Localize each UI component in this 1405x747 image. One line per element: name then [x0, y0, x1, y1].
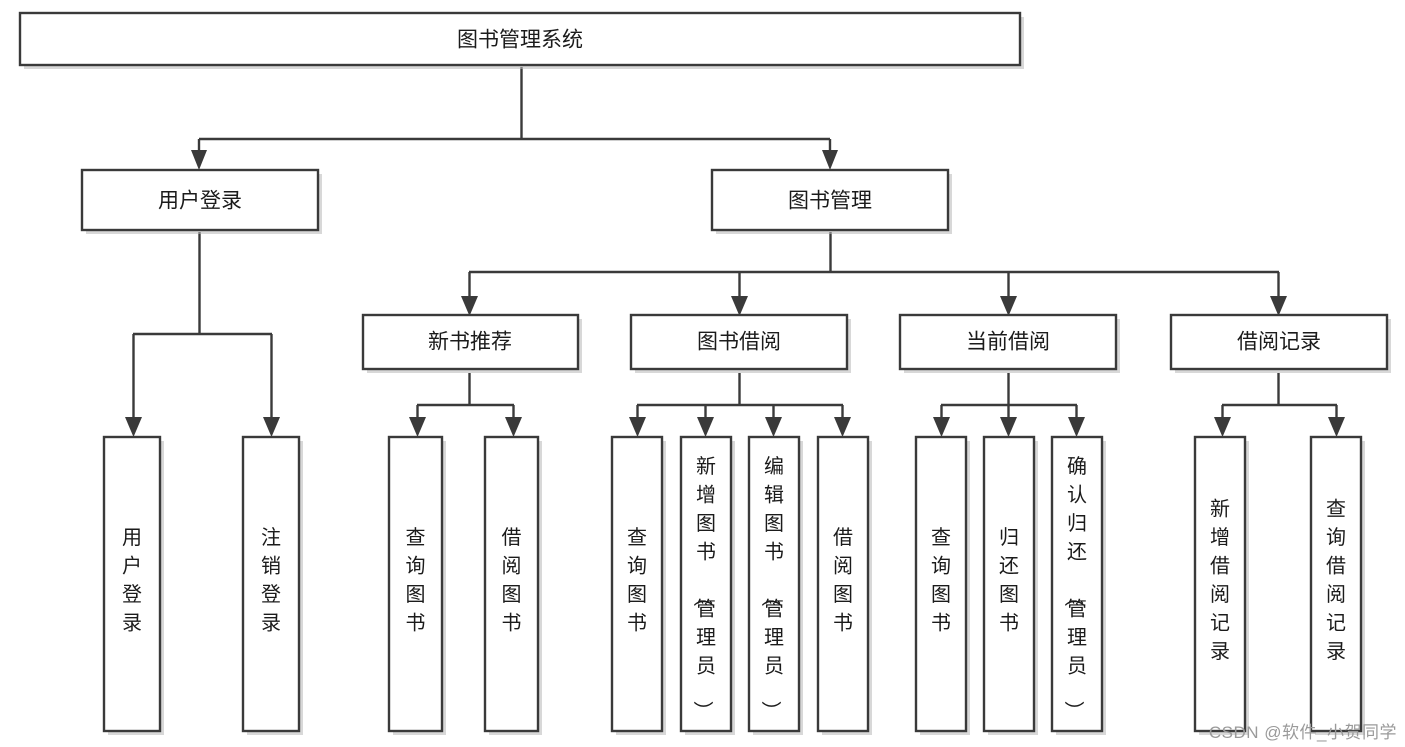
- node-leaf-confirm-return-box: [1050, 435, 1104, 733]
- node-leaf-query-record[interactable]: 查询借阅记录: [1309, 435, 1365, 735]
- node-leaf-user-login[interactable]: 用户登录: [102, 435, 164, 735]
- node-leaf-query-book-3-box: [914, 435, 968, 733]
- node-current-borrow[interactable]: 当前借阅: [898, 313, 1120, 373]
- arrow-head-current-borrow: [1000, 296, 1017, 316]
- arrow-head-new-book-recommend: [461, 296, 478, 316]
- node-borrow-record-label: 借阅记录: [1237, 331, 1321, 354]
- node-leaf-query-book-1-box: [387, 435, 444, 733]
- node-current-borrow-label: 当前借阅: [966, 331, 1050, 354]
- node-book-manage-label: 图书管理: [788, 190, 872, 213]
- node-leaf-confirm-return[interactable]: 确认归还（管理员）: [1050, 435, 1106, 735]
- arrow-head-leaf-query-book-2: [629, 417, 646, 437]
- node-leaf-query-book-2-box: [610, 435, 664, 733]
- node-leaf-borrow-book-1-label: 借阅图书: [502, 526, 522, 635]
- node-leaf-confirm-return-label: 确认归还（管理员）: [1062, 455, 1087, 721]
- node-borrow-record-box: [1169, 313, 1389, 371]
- node-root-box: [18, 11, 1022, 67]
- node-leaf-query-book-2[interactable]: 查询图书: [610, 435, 666, 735]
- node-leaf-edit-book-label: 编辑图书（管理员）: [759, 455, 784, 721]
- arrow-head-book-manage: [822, 150, 838, 170]
- node-book-manage-box: [710, 168, 950, 232]
- node-leaf-edit-book-box: [747, 435, 801, 733]
- node-leaf-borrow-book-2[interactable]: 借阅图书: [816, 435, 872, 735]
- node-user-login-label: 用户登录: [158, 190, 242, 213]
- node-book-borrow[interactable]: 图书借阅: [629, 313, 851, 373]
- arrow-head-borrow-record: [1270, 296, 1287, 316]
- node-current-borrow-box: [898, 313, 1118, 371]
- csdn-watermark: CSDN @软件_小贺同学: [1208, 723, 1397, 742]
- node-leaf-return-book-label: 归还图书: [999, 526, 1019, 635]
- node-leaf-borrow-book-2-label: 借阅图书: [833, 526, 853, 635]
- arrow-head-book-borrow: [731, 296, 748, 316]
- arrow-head-leaf-add-record: [1214, 417, 1231, 437]
- node-leaf-return-book[interactable]: 归还图书: [982, 435, 1038, 735]
- node-book-borrow-box: [629, 313, 849, 371]
- arrow-head-leaf-add-book: [697, 417, 714, 437]
- node-new-book-recommend[interactable]: 新书推荐: [361, 313, 582, 373]
- arrow-head-leaf-return-book: [1000, 417, 1017, 437]
- node-leaf-borrow-book-1-box: [483, 435, 540, 733]
- node-leaf-query-record-box: [1309, 435, 1363, 733]
- arrow-head-leaf-query-record: [1328, 417, 1345, 437]
- connector-layer: [125, 67, 1345, 437]
- node-leaf-query-book-3-label: 查询图书: [931, 526, 951, 635]
- node-leaf-add-book-label: 新增图书（管理员）: [691, 455, 716, 721]
- arrow-head-leaf-confirm-return: [1068, 417, 1085, 437]
- node-leaf-user-login-label: 用户登录: [122, 527, 142, 635]
- node-user-login[interactable]: 用户登录: [80, 168, 322, 234]
- node-leaf-add-record[interactable]: 新增借阅记录: [1193, 435, 1249, 735]
- node-leaf-logout-login[interactable]: 注销登录: [241, 435, 303, 735]
- node-book-borrow-label: 图书借阅: [697, 331, 781, 354]
- node-leaf-add-record-label: 新增借阅记录: [1210, 498, 1230, 664]
- node-root[interactable]: 图书管理系统: [18, 11, 1024, 69]
- node-leaf-borrow-book-1[interactable]: 借阅图书: [483, 435, 542, 735]
- node-leaf-add-book-box: [679, 435, 733, 733]
- arrow-head-leaf-borrow-book-1: [505, 417, 522, 437]
- node-root-label: 图书管理系统: [457, 29, 583, 52]
- node-new-book-recommend-label: 新书推荐: [428, 331, 512, 354]
- arrow-head-leaf-query-book-1: [409, 417, 426, 437]
- arrow-head-leaf-borrow-book-2: [834, 417, 851, 437]
- node-leaf-query-book-1[interactable]: 查询图书: [387, 435, 446, 735]
- node-leaf-add-book[interactable]: 新增图书（管理员）: [679, 435, 735, 735]
- arrow-head-leaf-logout-login: [263, 417, 280, 437]
- node-borrow-record[interactable]: 借阅记录: [1169, 313, 1391, 373]
- node-leaf-borrow-book-2-box: [816, 435, 870, 733]
- node-user-login-box: [80, 168, 320, 232]
- node-new-book-recommend-box: [361, 313, 580, 371]
- arrow-head-leaf-query-book-3: [933, 417, 950, 437]
- node-leaf-return-book-box: [982, 435, 1036, 733]
- node-leaf-query-book-1-label: 查询图书: [406, 526, 426, 635]
- node-leaf-query-book-3[interactable]: 查询图书: [914, 435, 970, 735]
- node-leaf-logout-login-label: 注销登录: [261, 526, 281, 635]
- arrow-head-user-login: [191, 150, 207, 170]
- node-leaf-query-book-2-label: 查询图书: [627, 526, 647, 635]
- node-leaf-logout-login-box: [241, 435, 301, 733]
- arrow-head-leaf-edit-book: [765, 417, 782, 437]
- arrow-head-leaf-user-login: [125, 417, 142, 437]
- node-leaf-user-login-box: [102, 435, 162, 733]
- node-book-manage[interactable]: 图书管理: [710, 168, 952, 234]
- node-leaf-edit-book[interactable]: 编辑图书（管理员）: [747, 435, 803, 735]
- node-leaf-query-record-label: 查询借阅记录: [1326, 498, 1346, 664]
- node-leaf-add-record-box: [1193, 435, 1247, 733]
